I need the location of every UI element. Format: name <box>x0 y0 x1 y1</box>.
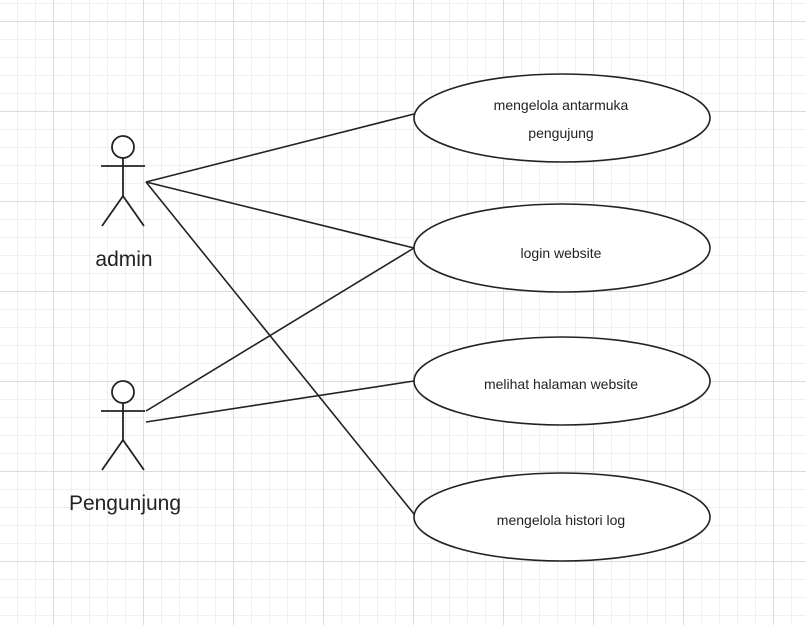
use-case-label: mengelola histori log <box>497 512 625 528</box>
use-case-label: melihat halaman website <box>484 376 638 392</box>
use-case-label-line-1: mengelola antarmuka <box>494 97 629 113</box>
actor-leg-left <box>101 439 124 471</box>
associations <box>145 113 415 515</box>
use-case-login-website[interactable]: login website <box>413 203 711 293</box>
use-case-ellipse <box>413 203 711 293</box>
use-case-mengelola-antarmuka[interactable]: mengelola antarmuka pengujung <box>413 73 711 163</box>
use-case-label: login website <box>521 245 602 261</box>
actor-head <box>111 135 135 159</box>
association-admin-uc4[interactable] <box>145 181 415 515</box>
actor-label-pengunjung: Pengunjung <box>69 492 181 515</box>
association-admin-uc1[interactable] <box>145 113 415 183</box>
use-case-ellipse <box>413 472 711 562</box>
actor-leg-left <box>101 195 124 227</box>
use-case-label-line-2: pengujung <box>528 125 593 141</box>
actor-pengunjung[interactable] <box>101 380 145 471</box>
actor-head <box>111 380 135 404</box>
association-pengunjung-uc3[interactable] <box>145 380 415 423</box>
actor-leg-right <box>122 439 145 471</box>
use-case-ellipse <box>413 336 711 426</box>
use-case-ellipse <box>413 73 711 163</box>
use-case-mengelola-histori[interactable]: mengelola histori log <box>413 472 711 562</box>
association-admin-uc2[interactable] <box>145 181 415 249</box>
use-case-melihat-halaman[interactable]: melihat halaman website <box>413 336 711 426</box>
association-pengunjung-uc2[interactable] <box>145 247 415 412</box>
actor-leg-right <box>122 195 145 227</box>
actor-admin[interactable] <box>101 135 145 227</box>
actor-label-admin: admin <box>95 248 152 271</box>
